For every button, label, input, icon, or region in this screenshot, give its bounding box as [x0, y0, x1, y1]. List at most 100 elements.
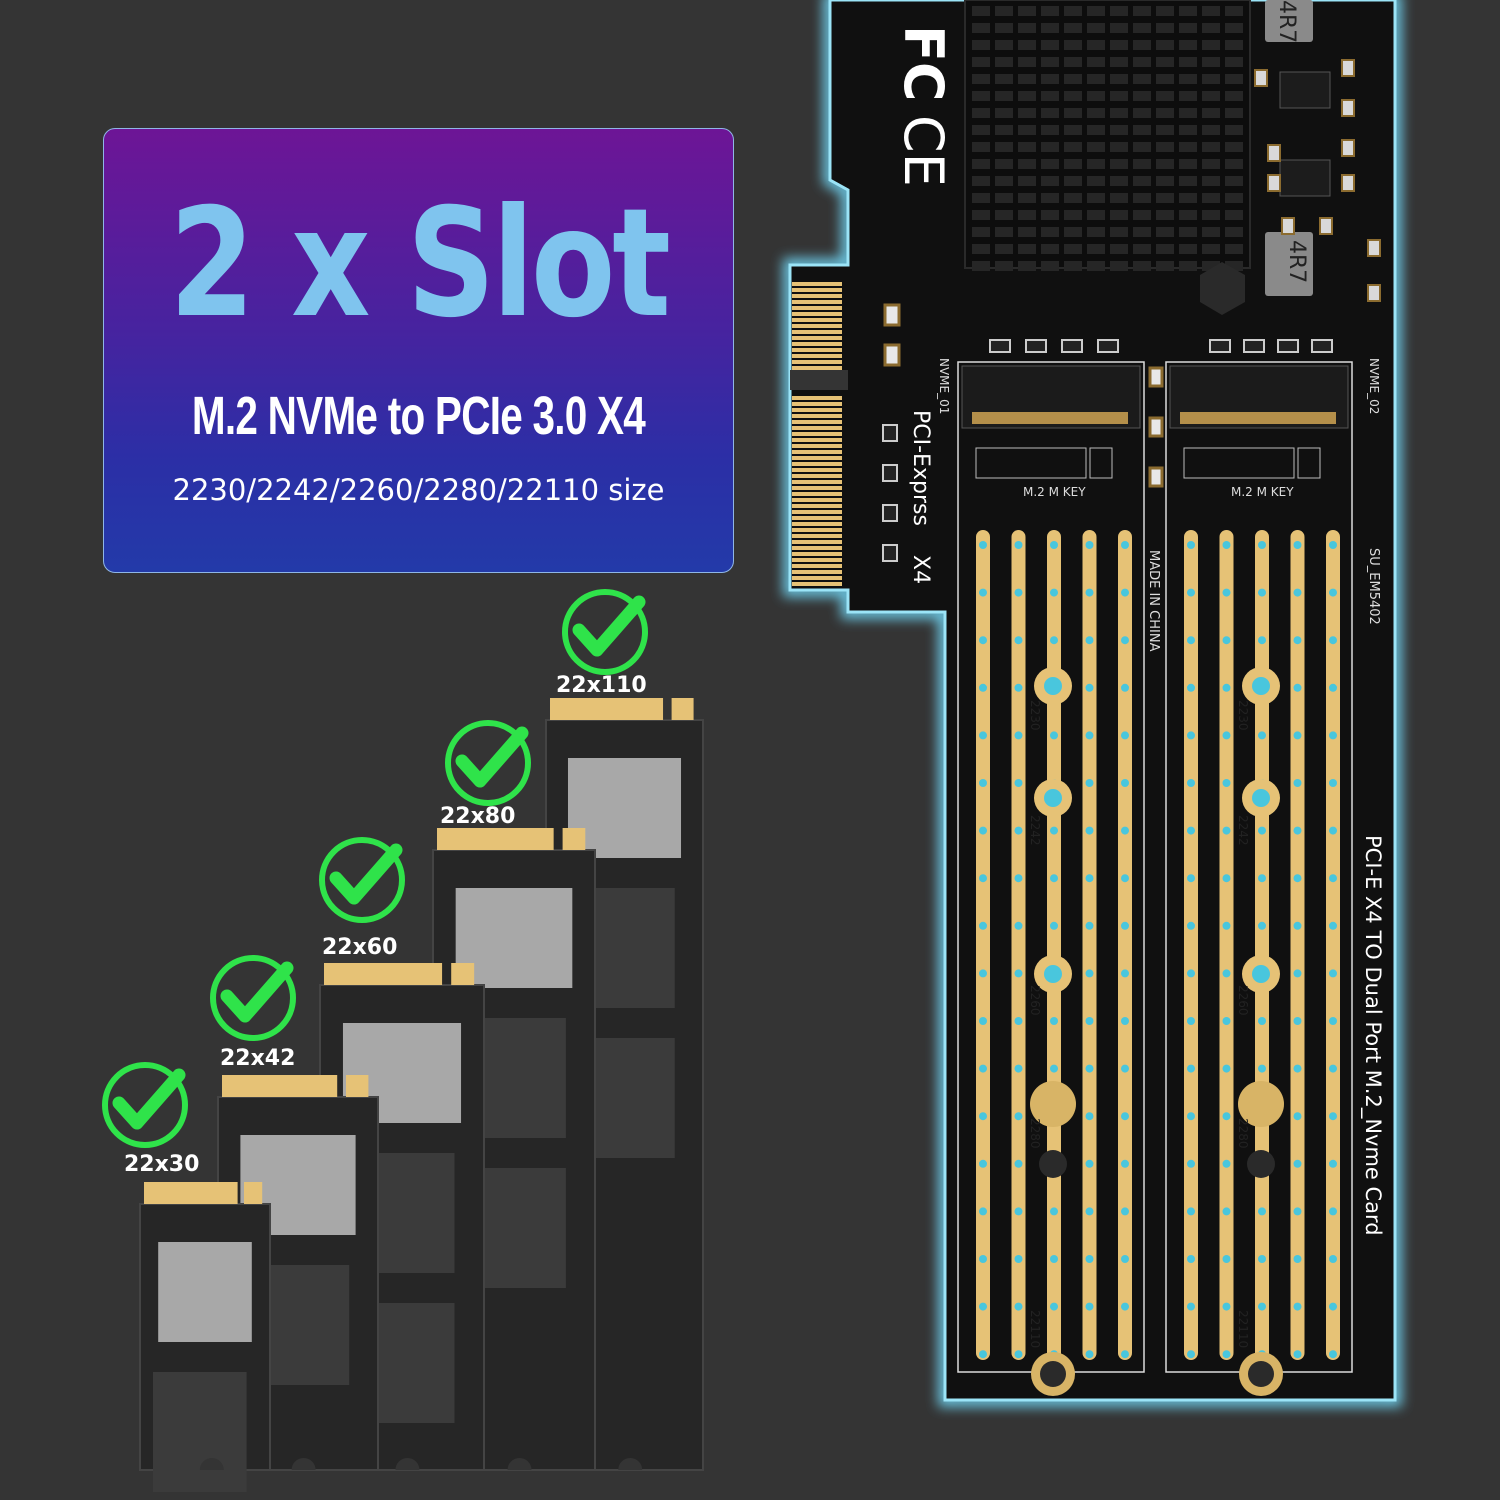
heatsink-fin: [1087, 108, 1105, 118]
slot-name-1: NVME_01: [937, 358, 951, 414]
heatsink-fin: [1202, 210, 1220, 220]
track-dot: [1222, 1302, 1231, 1311]
track-dot: [1014, 1159, 1023, 1168]
heatsink-fin: [1064, 57, 1082, 67]
track-dot: [1329, 1302, 1337, 1311]
size-label-22x42: 22x42: [220, 1046, 296, 1071]
track-dot: [1050, 636, 1058, 645]
size-label-22x30: 22x30: [124, 1152, 200, 1177]
heatsink-fin: [995, 91, 1013, 101]
ssd-gold-contacts-key: [562, 828, 586, 850]
heatsink-fin: [1179, 23, 1197, 33]
track-dot: [1121, 1350, 1129, 1359]
model-code: SU_EM5402: [1366, 548, 1381, 625]
heatsink-fin: [1156, 159, 1174, 169]
track-dot: [1121, 588, 1129, 597]
track-dot: [1085, 731, 1094, 740]
connector-finger: [792, 324, 842, 328]
connector-finger: [792, 450, 842, 454]
track-dot: [1187, 969, 1195, 978]
heatsink-fin: [1202, 23, 1220, 33]
track-dot: [1085, 683, 1094, 692]
heatsink-fin: [1156, 40, 1174, 50]
heatsink-fin: [1041, 74, 1059, 84]
mount-mark-22110: 22110: [1236, 1310, 1250, 1348]
track-dot: [1187, 1064, 1195, 1073]
heatsink-fin: [1202, 57, 1220, 67]
heatsink-fin: [1110, 125, 1128, 135]
track-dot: [1014, 1302, 1023, 1311]
heatsink-fin: [1179, 227, 1197, 237]
heatsink-fin: [1179, 125, 1197, 135]
check-ring: [210, 955, 296, 1041]
check-badge: [102, 1062, 188, 1148]
heatsink-fin: [1156, 210, 1174, 220]
track-dot: [1187, 541, 1195, 549]
connector-finger: [792, 420, 842, 424]
heatsink-fin: [1087, 91, 1105, 101]
inductor-mark-top: 4R7: [1274, 0, 1299, 43]
track-dot: [979, 1207, 987, 1216]
track-dot: [1258, 874, 1266, 883]
connector-finger: [792, 534, 842, 538]
track-dot: [1014, 1017, 1023, 1025]
heatsink-fin: [1041, 91, 1059, 101]
track-dot: [1085, 1207, 1094, 1216]
heatsink-fin: [1064, 142, 1082, 152]
track-dot: [1085, 1159, 1094, 1168]
track-dot: [1121, 874, 1129, 883]
ssd-screw-notch: [507, 1457, 532, 1470]
heatsink-fin: [1110, 57, 1128, 67]
track-dot: [1085, 636, 1094, 645]
track-dot: [1258, 1207, 1266, 1216]
track-dot: [1050, 826, 1058, 835]
ssd-screw-notch: [395, 1458, 420, 1470]
track-dot: [1085, 1112, 1094, 1121]
gold-track: [1290, 530, 1305, 1360]
track-dot: [1222, 1159, 1231, 1168]
heatsink-fin: [1225, 193, 1243, 203]
smd-part: [1367, 284, 1381, 302]
track-dot: [1329, 541, 1337, 549]
edge-connector: [792, 282, 842, 586]
heatsink-fin: [1202, 108, 1220, 118]
smd-part: [882, 504, 898, 522]
smd-part: [1025, 339, 1047, 353]
track-dot: [1187, 588, 1195, 597]
capacitor-hex: [1200, 262, 1245, 315]
connector-finger: [792, 360, 842, 364]
heatsink-fin: [1087, 142, 1105, 152]
heatsink-fin: [972, 40, 990, 50]
track-dot: [1085, 1350, 1094, 1359]
heatsink-fin: [1041, 227, 1059, 237]
check-badge: [319, 837, 405, 923]
track-dot: [979, 826, 987, 835]
connector-finger: [792, 318, 842, 322]
track-dot: [1293, 1255, 1302, 1263]
heatsink-fin: [1018, 125, 1036, 135]
track-dot: [1222, 541, 1231, 549]
track-dot: [1050, 1064, 1058, 1073]
track-dot: [1050, 1255, 1058, 1263]
connector-finger: [792, 306, 842, 310]
track-dot: [1121, 541, 1129, 549]
track-dot: [1050, 731, 1058, 740]
track-dot: [1121, 921, 1129, 930]
track-dot: [1187, 636, 1195, 645]
promo-banner: 2 x Slot M.2 NVMe to PCIe 3.0 X4 2230/22…: [103, 128, 734, 573]
connector-finger: [792, 402, 842, 406]
heatsink-fin: [1110, 159, 1128, 169]
track-dot: [1222, 1255, 1231, 1263]
heatsink-fin: [1179, 40, 1197, 50]
ssd-gold-contacts: [324, 963, 443, 985]
ssd-gold-contacts-key: [244, 1182, 263, 1204]
heatsink-fin: [1225, 91, 1243, 101]
connector-finger: [792, 330, 842, 334]
heatsink-fin: [1202, 142, 1220, 152]
heatsink-fin: [1064, 91, 1082, 101]
product-name: PCI-E X4 TO Dual Port M.2_Nvme Card: [1360, 835, 1385, 1236]
gold-track: [1011, 530, 1026, 1360]
gold-track: [1326, 530, 1340, 1360]
mount-hole: [1044, 789, 1062, 807]
